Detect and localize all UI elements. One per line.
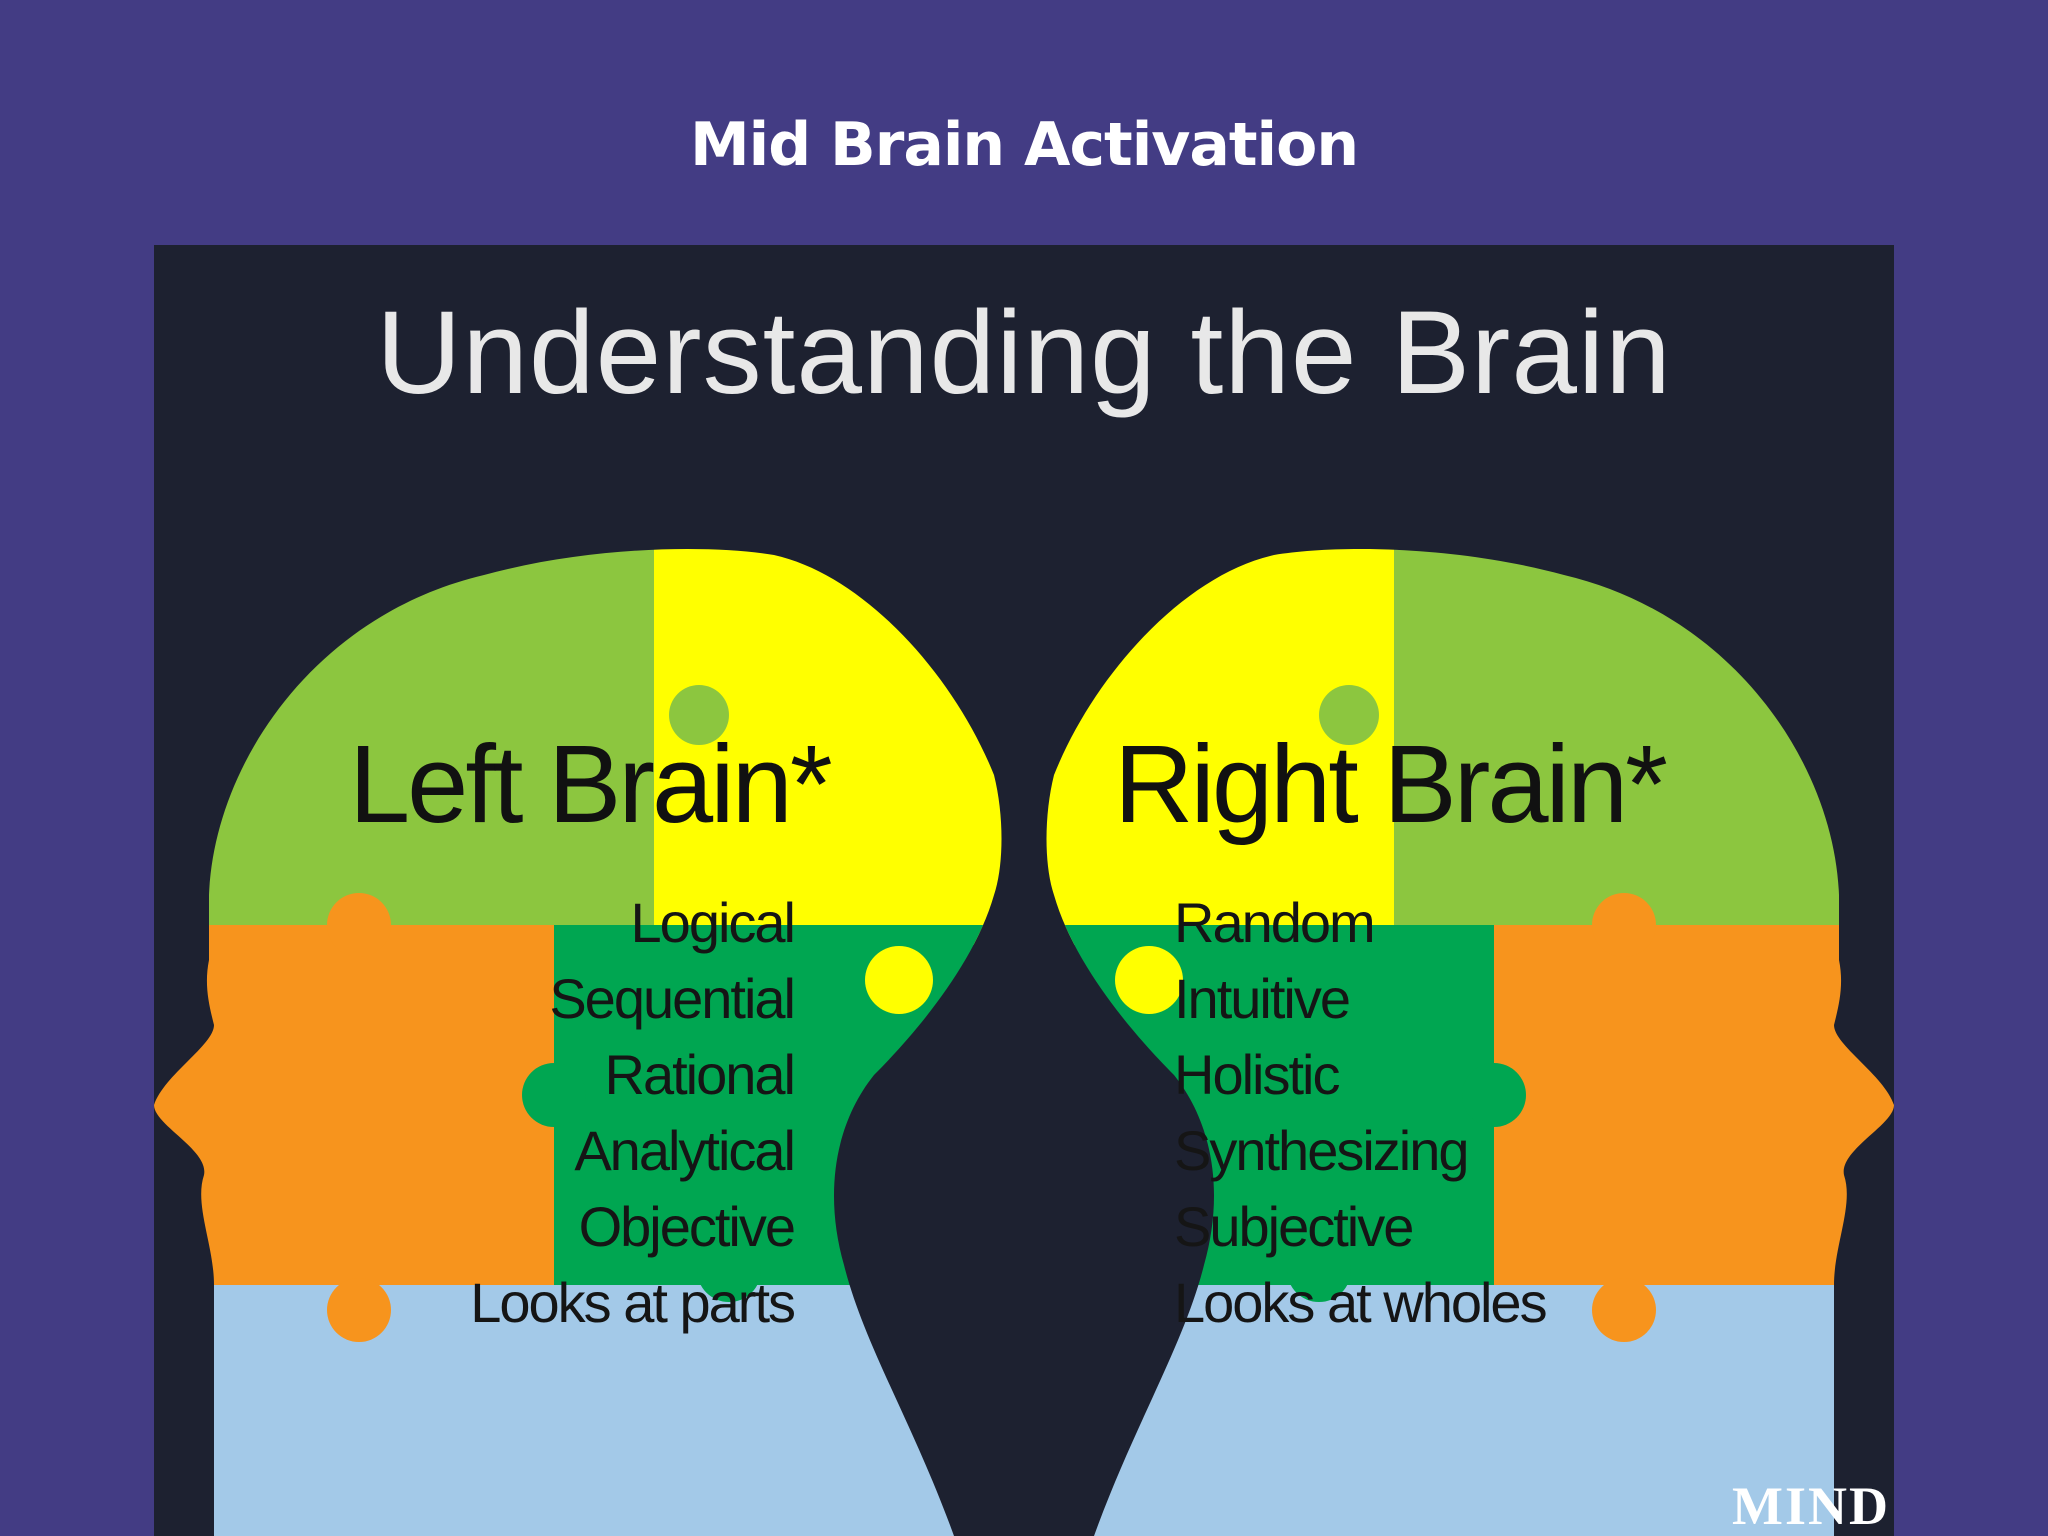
right-head <box>1046 549 1894 1536</box>
left-trait: Objective <box>578 1195 796 1258</box>
left-trait: Analytical <box>574 1119 796 1182</box>
right-lightblue-region <box>1046 1285 1894 1536</box>
left-brain-traits: Logical Sequential Rational Analytical O… <box>244 885 796 1341</box>
left-trait: Looks at parts <box>470 1271 796 1334</box>
right-trait: Synthesizing <box>1174 1119 1470 1182</box>
right-trait: Intuitive <box>1174 967 1351 1030</box>
left-orange-region <box>154 925 554 1285</box>
mind-watermark: MIND <box>1732 1476 1890 1536</box>
left-lightgreen-region <box>154 549 654 945</box>
right-trait: Subjective <box>1174 1195 1414 1258</box>
right-brain-heading: Right Brain* <box>1114 723 1668 846</box>
page-title: Mid Brain Activation <box>689 110 1359 180</box>
right-orange-region <box>1494 925 1894 1285</box>
left-lightblue-region <box>154 1285 1002 1536</box>
twin-heads-puzzle-illustration <box>154 549 1894 1536</box>
right-lightgreen-region <box>1394 549 1894 945</box>
brain-infographic: Understanding the Brain Left Brain* Righ… <box>154 245 1894 1536</box>
right-brain-traits: Random Intuitive Holistic Synthesizing S… <box>1174 885 1694 1341</box>
right-trait: Random <box>1174 891 1376 954</box>
right-trait: Looks at wholes <box>1174 1271 1548 1334</box>
left-brain-heading: Left Brain* <box>349 723 833 846</box>
left-trait: Logical <box>630 891 796 954</box>
right-trait: Holistic <box>1174 1043 1340 1106</box>
left-trait: Sequential <box>549 967 796 1030</box>
left-trait: Rational <box>604 1043 796 1106</box>
infographic-title: Understanding the Brain <box>376 287 1672 419</box>
